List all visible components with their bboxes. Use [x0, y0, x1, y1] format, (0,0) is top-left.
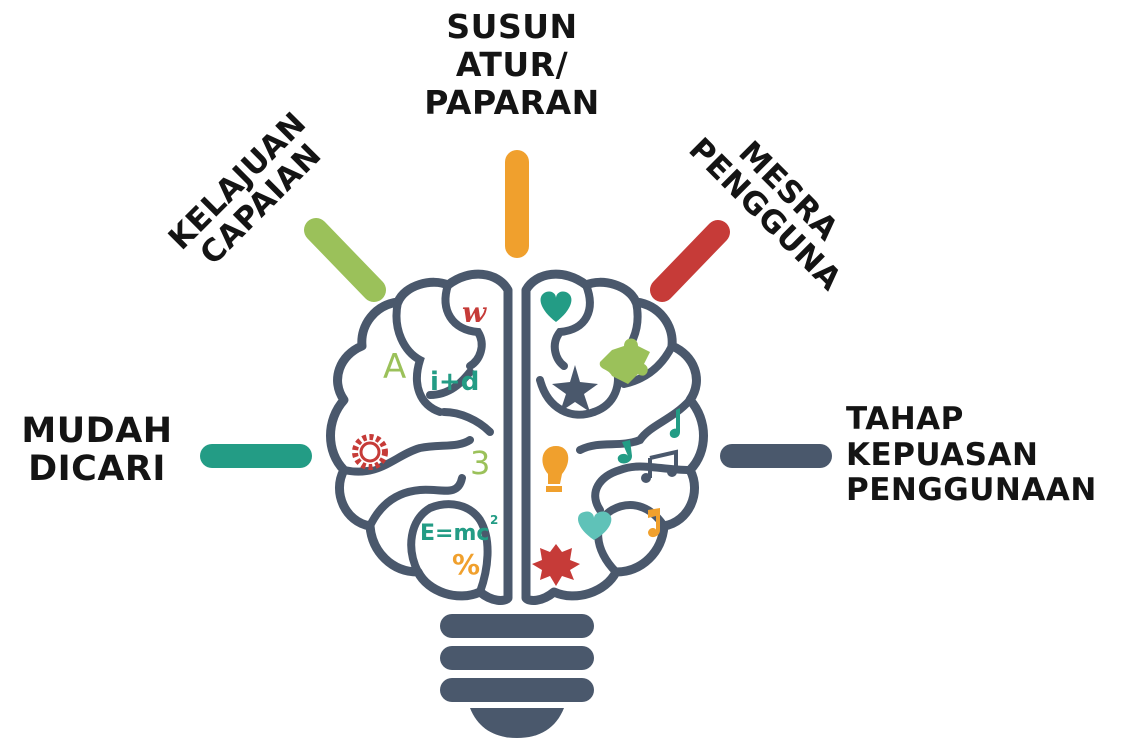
brain-fold-left — [407, 500, 492, 596]
label-tahap-kepuasan-penggunaan: TAHAP KEPUASAN PENGGUNAAN — [846, 401, 1097, 509]
brain-fold-left — [426, 368, 494, 436]
lightbulb-icon — [542, 446, 569, 492]
label-susun-atur-paparan: SUSUN ATUR/ PAPARAN — [400, 8, 624, 122]
label-line: ATUR/ — [455, 44, 569, 84]
brain-left-hemisphere — [326, 269, 513, 605]
symbol-a: A — [383, 347, 406, 387]
music-note-icon — [648, 508, 660, 538]
starfish-icon — [552, 365, 598, 412]
gear-icon — [352, 434, 388, 470]
brain-fold-left — [366, 474, 466, 530]
label-line: DICARI — [28, 448, 166, 489]
music-note-icon — [669, 408, 680, 438]
bulb-base-band — [440, 678, 594, 702]
label-line: PENGGUNAAN — [846, 472, 1097, 509]
ray-mesra-pengguna — [650, 220, 730, 302]
label-line: SUSUN — [446, 7, 578, 46]
splat-icon — [532, 544, 580, 586]
heart-icon — [540, 291, 572, 322]
brain-fold-left — [340, 436, 474, 476]
music-notes-icon — [641, 449, 678, 483]
brain-right-hemisphere — [521, 269, 708, 605]
symbol-i-plus-d: i+d — [430, 367, 479, 397]
brain-fold-right — [591, 462, 694, 514]
heart-icon — [578, 511, 612, 540]
label-line: KEPUASAN — [846, 436, 1039, 473]
brain-fold-right — [576, 396, 694, 454]
brain-fold-left — [441, 281, 486, 370]
symbol-squared: 2 — [490, 513, 498, 527]
symbol-w: w — [462, 296, 487, 329]
symbol-percent: % — [452, 548, 480, 581]
bulb-base-band — [440, 614, 594, 638]
symbol-emc: E=mc — [420, 521, 489, 546]
symbol-three: 3 — [470, 444, 490, 482]
label-line: MUDAH — [21, 411, 173, 451]
brain-fold-left — [392, 298, 444, 416]
puzzle-piece-icon — [599, 338, 650, 384]
label-line: PAPARAN — [424, 82, 600, 122]
label-mudah-dicari: MUDAH DICARI — [18, 411, 176, 489]
music-note-icon — [617, 440, 632, 464]
label-line: TAHAP — [846, 401, 964, 437]
brain-fold-right — [550, 281, 594, 370]
ray-kelajuan-capaian — [304, 218, 386, 302]
bulb-base-band — [440, 646, 594, 670]
bulb-base-tip — [470, 708, 564, 738]
